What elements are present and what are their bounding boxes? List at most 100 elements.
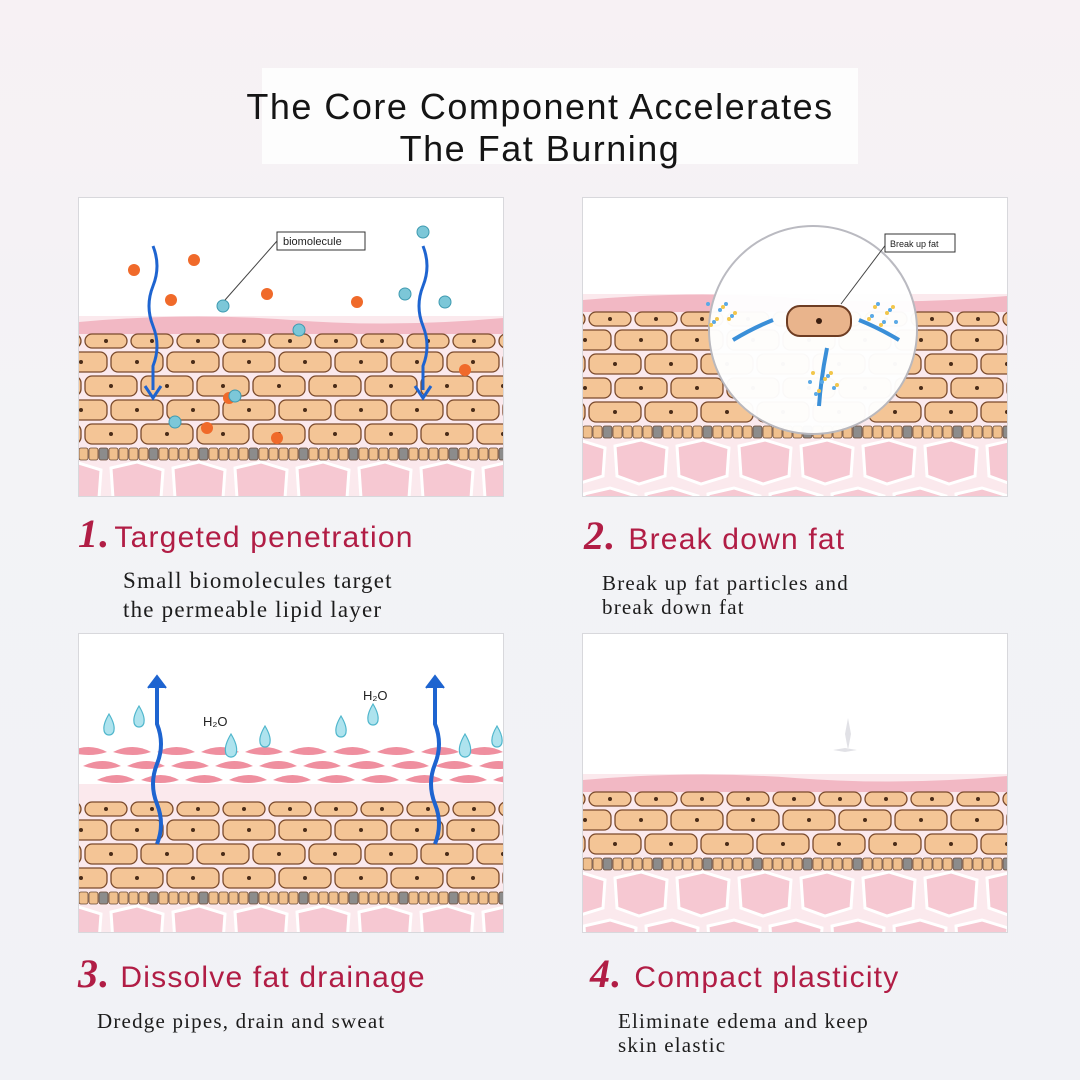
basal-cell (732, 425, 743, 439)
fat-cell (980, 401, 1007, 423)
sweat-gland (361, 775, 399, 783)
basal-cell (238, 891, 249, 905)
cell-nucleus (781, 842, 785, 846)
fat-fragment (718, 308, 722, 312)
fat-fragment (724, 302, 728, 306)
basal-cell (662, 857, 673, 871)
basal-cell (338, 447, 349, 461)
sweat-gland (83, 761, 121, 769)
h2o-label-right: H₂O (363, 688, 388, 703)
dermis-cell (985, 871, 1007, 917)
cell-nucleus (863, 818, 867, 822)
basal-cell (198, 891, 209, 905)
cell-nucleus (191, 408, 195, 412)
break-up-pointer (840, 242, 888, 305)
fat-fragment (709, 323, 713, 327)
basal-cell (468, 447, 479, 461)
basal-cell (348, 447, 359, 461)
sweat-gland (493, 776, 503, 783)
dermis-cell (295, 460, 351, 496)
cell-nucleus (976, 797, 980, 801)
fat-cell (980, 833, 1007, 855)
dermis-cell (644, 486, 700, 496)
basal-cell (812, 857, 823, 871)
dermis-cell (644, 918, 700, 932)
basal-cell (942, 425, 953, 439)
dermis-cell (357, 904, 413, 932)
basal-cell (138, 891, 149, 905)
cell-nucleus (415, 828, 419, 832)
cell-nucleus (191, 876, 195, 880)
basal-cell (622, 425, 633, 439)
epidermis-layer (79, 316, 503, 334)
panel-break-down-fat: Break up fat (582, 197, 1008, 497)
dermis-cell (171, 460, 227, 496)
cell-nucleus (471, 408, 475, 412)
basal-cell (488, 447, 499, 461)
cell-nucleus (288, 807, 292, 811)
basal-cell (278, 891, 289, 905)
basal-cell (468, 891, 479, 905)
basal-cell (128, 891, 139, 905)
basal-cell (388, 891, 399, 905)
dermis-cell (768, 486, 824, 496)
fat-fragment (882, 320, 886, 324)
cell-nucleus (135, 876, 139, 880)
cell-nucleus (471, 876, 475, 880)
cell-nucleus (608, 797, 612, 801)
fat-fragment (811, 371, 815, 375)
basal-cell (632, 857, 643, 871)
sweat-gland (377, 747, 415, 755)
basal-cell (428, 447, 439, 461)
basal-cell (782, 857, 793, 871)
dermis-cell (233, 904, 289, 932)
dermis-cell (295, 904, 351, 932)
cell-nucleus (639, 338, 643, 342)
dermis-cell (861, 438, 917, 486)
step-3-number: 3. (78, 951, 111, 996)
cell-nucleus (165, 852, 169, 856)
cell-nucleus (893, 410, 897, 414)
basal-cell (158, 447, 169, 461)
dermis-cell (481, 461, 503, 496)
cell-nucleus (333, 852, 337, 856)
cell-nucleus (334, 339, 338, 343)
water-drop (458, 732, 472, 758)
sweat-gland (273, 775, 311, 783)
dermis-cell (583, 871, 607, 916)
page-title-line-1: The Core Component Accelerates (246, 86, 834, 127)
penetration-arrow (143, 245, 163, 401)
cell-nucleus (303, 360, 307, 364)
cell-nucleus (196, 807, 200, 811)
step-2-description-line-2: break down fat (602, 595, 745, 619)
fat-fragment (891, 305, 895, 309)
cell-nucleus (79, 408, 83, 412)
cell-nucleus (751, 818, 755, 822)
dermis-cell (419, 904, 475, 932)
basal-cell (712, 425, 723, 439)
fat-cell (583, 355, 586, 373)
fat-fragment (721, 305, 725, 309)
sweat-gland (347, 761, 385, 769)
cell-nucleus (501, 384, 503, 388)
skin-layers (79, 784, 503, 932)
basal-cell (922, 425, 933, 439)
drainage-arrow (147, 674, 167, 845)
cell-nucleus (196, 339, 200, 343)
cell-nucleus (884, 797, 888, 801)
basal-cell (168, 891, 179, 905)
cell-nucleus (426, 807, 430, 811)
burst-arrow (817, 347, 829, 407)
basal-cell (692, 425, 703, 439)
fat-fragment (894, 320, 898, 324)
basal-cell (318, 447, 329, 461)
dermis-cell (892, 918, 948, 932)
skin-layers (583, 774, 1007, 932)
cell-nucleus (277, 384, 281, 388)
penetration-arrow (413, 245, 433, 401)
cell-nucleus (472, 807, 476, 811)
fat-cell (583, 835, 586, 853)
sweat-gland (479, 761, 503, 769)
cell-nucleus (334, 807, 338, 811)
